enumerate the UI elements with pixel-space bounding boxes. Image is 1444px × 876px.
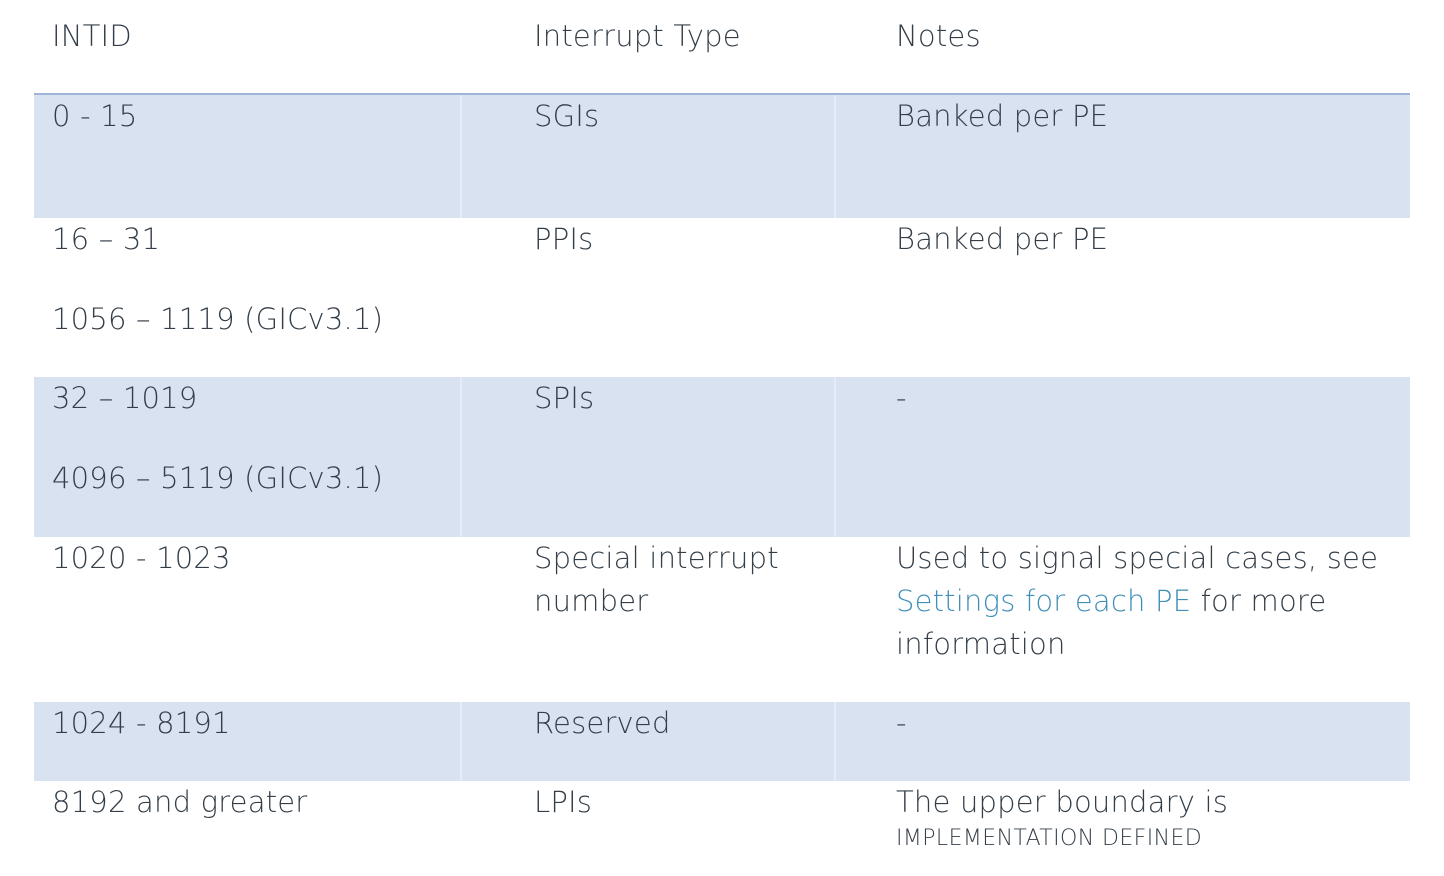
table-row: 0 - 15 SGIs Banked per PE <box>34 95 1410 218</box>
type-cell: SGIs <box>534 95 864 138</box>
column-divider <box>834 95 836 218</box>
table-row: 8192 and greater LPIs The upper boundary… <box>34 781 1410 876</box>
type-text: SPIs <box>534 381 595 415</box>
type-cell: SPIs <box>534 377 864 420</box>
notes-text: for more <box>1191 584 1327 618</box>
type-cell: PPIs <box>534 218 864 261</box>
type-cell: Reserved <box>534 702 864 745</box>
header-intid: INTID <box>52 19 132 53</box>
intid-text: 8192 and greater <box>52 785 308 819</box>
notes-cell: - <box>896 377 1396 420</box>
notes-text: - <box>896 381 907 415</box>
notes-text: Used to signal special cases, see <box>896 541 1379 575</box>
implementation-defined-text: IMPLEMENTATION DEFINED <box>896 826 1203 851</box>
intid-cell: 8192 and greater <box>52 781 492 824</box>
header-notes: Notes <box>896 19 981 53</box>
intid-text: 4096 – 5119 (GICv3.1) <box>52 461 384 495</box>
type-text: PPIs <box>534 222 594 256</box>
notes-cell: Banked per PE <box>896 95 1396 138</box>
intid-cell: 1020 - 1023 <box>52 537 492 580</box>
type-text: number <box>534 584 649 618</box>
notes-cell: The upper boundary is IMPLEMENTATION DEF… <box>896 781 1396 854</box>
intid-cell: 32 – 1019 4096 – 5119 (GICv3.1) <box>52 377 492 500</box>
intid-text: 1056 – 1119 (GICv3.1) <box>52 302 384 336</box>
header-interrupt-type: Interrupt Type <box>534 19 741 53</box>
table-row: 16 – 31 1056 – 1119 (GICv3.1) PPIs Banke… <box>34 218 1410 377</box>
type-text: Reserved <box>534 706 671 740</box>
column-divider <box>834 702 836 781</box>
intid-table: INTID Interrupt Type Notes 0 - 15 SGIs B… <box>34 0 1410 876</box>
notes-text: information <box>896 627 1066 661</box>
notes-cell: Banked per PE <box>896 218 1396 261</box>
intid-text: 1024 - 8191 <box>52 706 231 740</box>
table-row: 32 – 1019 4096 – 5119 (GICv3.1) SPIs - <box>34 377 1410 537</box>
column-divider <box>460 95 462 218</box>
notes-text: The upper boundary is <box>896 785 1229 819</box>
type-text: LPIs <box>534 785 593 819</box>
notes-text: - <box>896 706 907 740</box>
column-divider <box>460 377 462 537</box>
notes-cell: Used to signal special cases, see Settin… <box>896 537 1396 666</box>
intid-cell: 1024 - 8191 <box>52 702 492 745</box>
type-cell: LPIs <box>534 781 864 824</box>
column-divider <box>460 702 462 781</box>
table-row: 1020 - 1023 Special interrupt number Use… <box>34 537 1410 702</box>
notes-text-line: Settings for each PE for more <box>896 580 1396 623</box>
settings-for-each-pe-link[interactable]: Settings for each PE <box>896 584 1192 618</box>
intid-text: 0 - 15 <box>52 99 138 133</box>
table-row: 1024 - 8191 Reserved - <box>34 702 1410 781</box>
type-text: Special interrupt <box>534 541 779 575</box>
notes-cell: - <box>896 702 1396 745</box>
intid-text: 1020 - 1023 <box>52 541 231 575</box>
column-divider <box>834 377 836 537</box>
type-text: SGIs <box>534 99 600 133</box>
intid-text: 32 – 1019 <box>52 381 198 415</box>
type-cell: Special interrupt number <box>534 537 864 623</box>
table-header-row: INTID Interrupt Type Notes <box>34 0 1410 95</box>
notes-text: Banked per PE <box>896 222 1109 256</box>
notes-text: Banked per PE <box>896 99 1109 133</box>
intid-cell: 16 – 31 1056 – 1119 (GICv3.1) <box>52 218 492 341</box>
intid-text: 16 – 31 <box>52 222 161 256</box>
intid-cell: 0 - 15 <box>52 95 492 138</box>
